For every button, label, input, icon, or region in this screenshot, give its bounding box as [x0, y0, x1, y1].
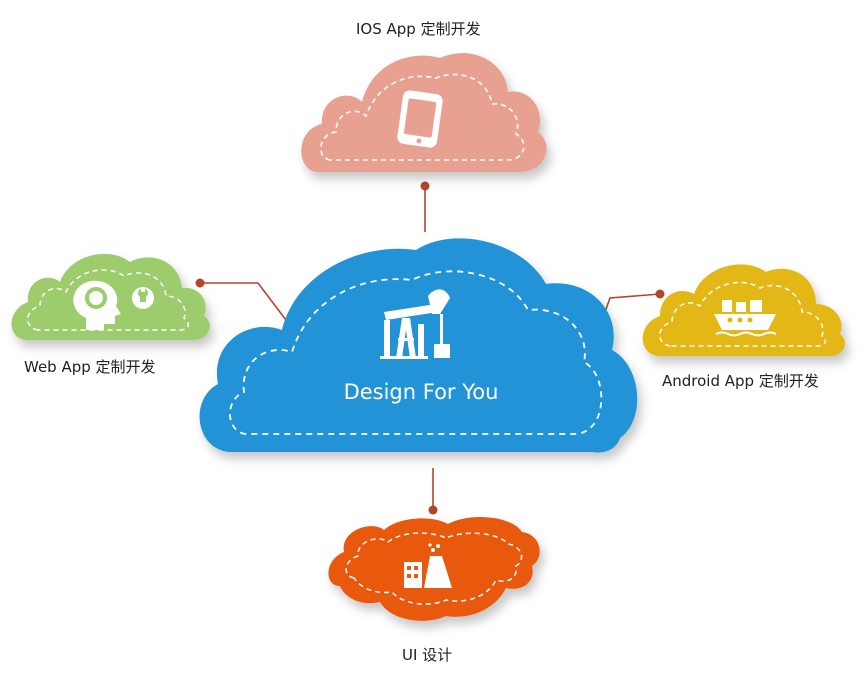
center-title: Design For You	[343, 380, 499, 404]
ios-app-label: IOS App 定制开发	[356, 20, 481, 38]
cloud-android-outline	[659, 281, 827, 347]
connector-left	[200, 282, 293, 329]
cloud-center	[199, 238, 638, 453]
connector-dots	[195, 181, 665, 515]
ui-design-label: UI 设计	[402, 646, 453, 664]
cloud-ios	[301, 53, 547, 172]
connector-dot-left	[195, 278, 205, 288]
cloud-web	[11, 253, 210, 340]
android-app-label: Android App 定制开发	[662, 372, 819, 390]
cloud-android	[642, 264, 845, 356]
connector-dot-bottom	[428, 505, 438, 515]
cloud-web-outline	[27, 269, 190, 331]
cloud-ui-outline	[345, 532, 523, 605]
smartphone-icon	[397, 90, 443, 148]
ship-icon	[714, 300, 777, 337]
factory-icon	[404, 543, 452, 588]
cloud-center-outline	[229, 270, 603, 435]
cloud-ios-outline	[320, 73, 525, 161]
head-gear-icon	[73, 280, 154, 330]
connector-dot-top	[420, 181, 430, 191]
connectors	[200, 186, 661, 510]
connector-dot-right	[655, 289, 665, 299]
cloud-ui	[328, 517, 540, 621]
oil-pump-icon	[380, 289, 450, 359]
web-app-label: Web App 定制开发	[24, 358, 156, 376]
